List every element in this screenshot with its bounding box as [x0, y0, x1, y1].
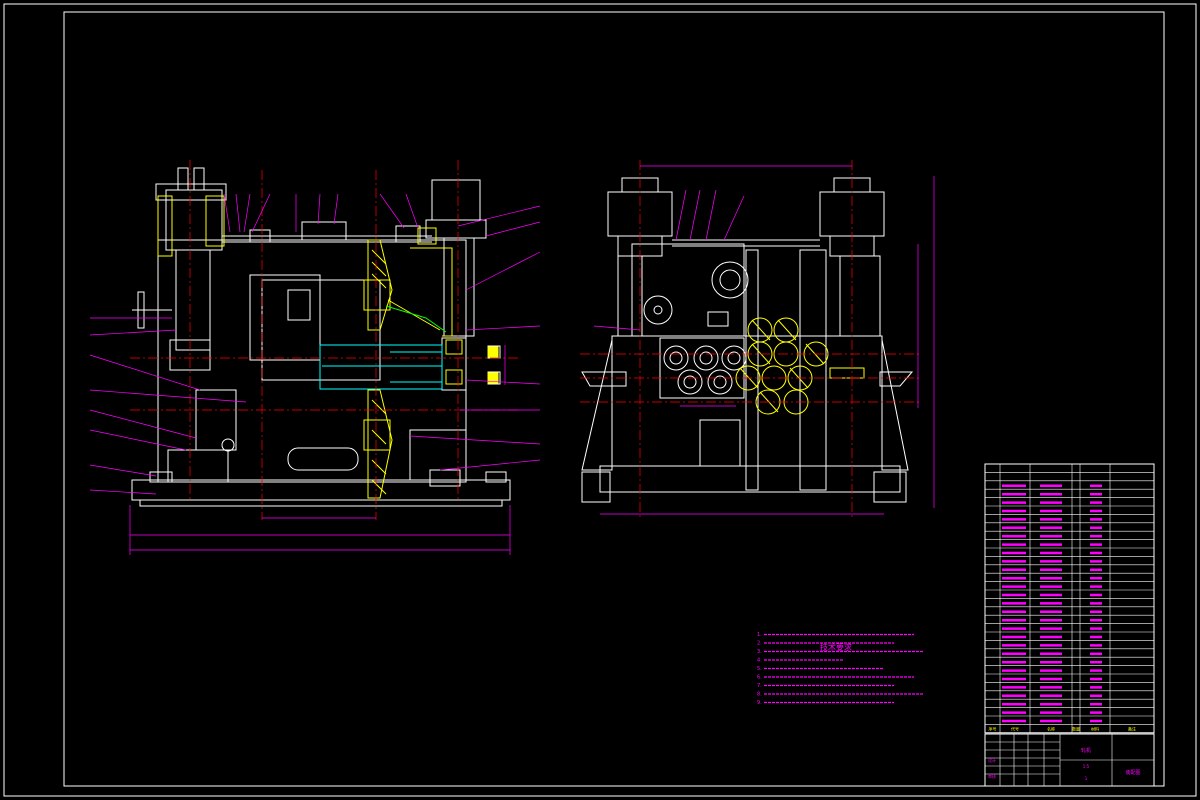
note-number: 1.	[757, 632, 762, 638]
note-number: 8.	[757, 692, 762, 698]
parts-table-header-cell: 备注	[1128, 725, 1136, 731]
note-number: 2.	[757, 641, 762, 647]
notes-lines: 1. 2. 3. 4. 5. 6. 7. 8. 9.	[757, 632, 924, 706]
note-number: 9.	[757, 700, 762, 706]
parts-table-header-cell: 数量	[1072, 725, 1080, 731]
title-block-drawing-no: 装配图	[1125, 769, 1140, 776]
right-view-dimensions	[593, 165, 935, 515]
parts-table-header-cell: 名称	[1047, 725, 1055, 731]
left-view-hidden-lines	[319, 344, 443, 390]
title-block-sheet: 1	[1085, 776, 1088, 781]
right-front-view	[581, 177, 914, 503]
notes-title: 技术要求	[820, 642, 852, 652]
parts-list-table: 序号 代号 名称 数量 材料 备注	[984, 463, 1155, 734]
note-number: 4.	[757, 658, 762, 664]
title-block-checker: 审核	[988, 773, 996, 779]
title-block-designer: 设计	[988, 757, 996, 763]
left-view-centerlines	[130, 160, 520, 520]
right-view-centerlines	[580, 160, 920, 520]
parts-table-header-cell: 序号	[989, 725, 997, 731]
note-number: 3.	[757, 649, 762, 655]
title-block-scale: 1:5	[1083, 764, 1090, 769]
parts-table-header-cell: 代号	[1011, 725, 1019, 731]
parts-table-header-cell: 材料	[1091, 725, 1099, 731]
sheet-outer-border	[3, 3, 1197, 797]
note-number: 5.	[757, 666, 762, 672]
left-view-hatched-parts	[157, 195, 499, 499]
note-number: 6.	[757, 675, 762, 681]
title-block-name: 轧机	[1081, 747, 1091, 754]
left-view-green-line	[385, 305, 447, 333]
sheet-inner-border	[63, 11, 1165, 787]
left-section-view	[131, 167, 511, 507]
note-number: 7.	[757, 683, 762, 689]
left-view-dimensions	[89, 193, 541, 555]
technical-notes: 技术要求 1. 2. 3. 4. 5. 6. 7. 8. 9.	[757, 632, 924, 706]
